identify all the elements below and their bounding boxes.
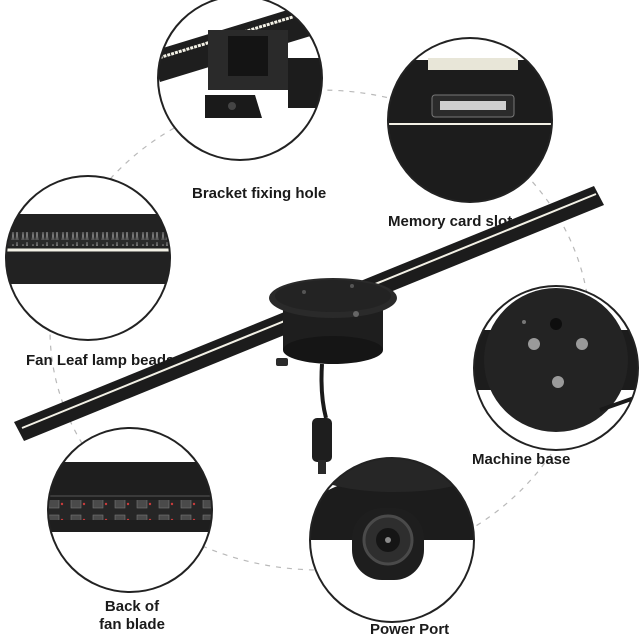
callout-back-circle (47, 427, 213, 593)
label-back-of-fan-blade-line1: Back of (104, 598, 160, 615)
motor-hub (269, 278, 397, 366)
label-bracket-fixing-hole: Bracket fixing hole (192, 185, 327, 202)
hologram-fan-device (14, 186, 604, 474)
power-cable (319, 363, 328, 419)
label-back-of-fan-blade-line2: fan blade (99, 616, 165, 633)
callout-fanleaf-circle (5, 175, 171, 341)
callout-memory-circle (387, 37, 553, 203)
callout-power-circle (309, 457, 475, 623)
label-memory-card-slot: Memory card slot (388, 213, 513, 230)
callout-bracket-circle (157, 0, 323, 161)
cable-plug (312, 418, 332, 462)
label-power-port: Power Port (370, 621, 450, 638)
label-fan-leaf-lamp-beads: Fan Leaf lamp beads (26, 352, 175, 369)
label-machine-base: Machine base (472, 451, 571, 468)
label-back-of-fan-blade: Back of fan blade (92, 598, 172, 634)
callout-base-circle (473, 285, 639, 451)
